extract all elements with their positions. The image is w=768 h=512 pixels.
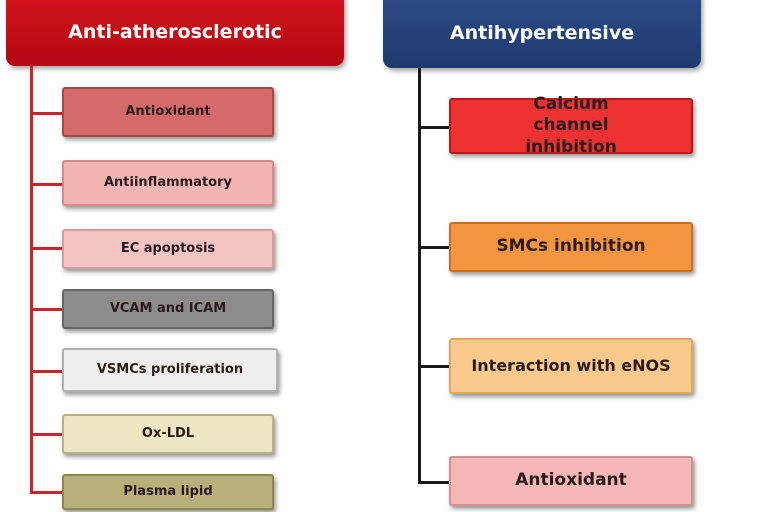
antihypertensive-header: Antihypertensive [383, 0, 701, 68]
left-trunk-line [30, 66, 33, 494]
right-item-label: Interaction with eNOS [471, 356, 671, 375]
right-item-antioxidant: Antioxidant [449, 456, 693, 506]
left-branch-line [30, 370, 62, 373]
left-branch-line [30, 433, 62, 436]
left-branch-line [30, 183, 62, 186]
right-item-label: Antioxidant [515, 470, 627, 491]
left-branch-line [30, 112, 62, 115]
right-branch-line [418, 481, 449, 484]
right-branch-line [418, 246, 449, 249]
left-item-vsmcs-proliferation: VSMCs proliferation [62, 348, 278, 392]
left-item-label: VSMCs proliferation [96, 361, 244, 377]
left-item-label: VCAM and ICAM [109, 300, 227, 316]
anti-atherosclerotic-header: Anti-atherosclerotic [6, 0, 344, 66]
right-trunk-line [418, 68, 421, 484]
left-item-vcam-icam: VCAM and ICAM [62, 289, 274, 329]
left-branch-line [30, 491, 62, 494]
right-item-label: SMCs inhibition [496, 236, 646, 257]
antihypertensive-title: Antihypertensive [449, 22, 635, 44]
left-item-label: Antiinflammatory [103, 174, 232, 190]
left-item-antioxidant: Antioxidant [62, 87, 274, 137]
left-branch-line [30, 308, 62, 311]
right-branch-line [418, 126, 449, 129]
left-item-label: Antioxidant [125, 103, 211, 119]
anti-atherosclerotic-title: Anti-atherosclerotic [68, 21, 282, 43]
right-item-calcium-channel: Calcium channel inhibition [449, 94, 693, 157]
left-item-ec-apoptosis: EC apoptosis [62, 229, 274, 269]
left-item-label: Plasma lipid [123, 483, 213, 499]
right-item-smcs-inhibition: SMCs inhibition [449, 222, 693, 272]
left-item-label: Ox-LDL [141, 425, 195, 441]
left-branch-line [30, 247, 62, 250]
left-item-antiinflammatory: Antiinflammatory [62, 160, 274, 206]
right-item-enos-interaction: Interaction with eNOS [449, 338, 693, 394]
right-item-label: Calcium channel inhibition [525, 94, 617, 157]
left-item-ox-ldl: Ox-LDL [62, 414, 274, 454]
left-item-label: EC apoptosis [120, 240, 216, 256]
right-branch-line [418, 365, 449, 368]
left-item-plasma-lipid: Plasma lipid [62, 474, 274, 510]
